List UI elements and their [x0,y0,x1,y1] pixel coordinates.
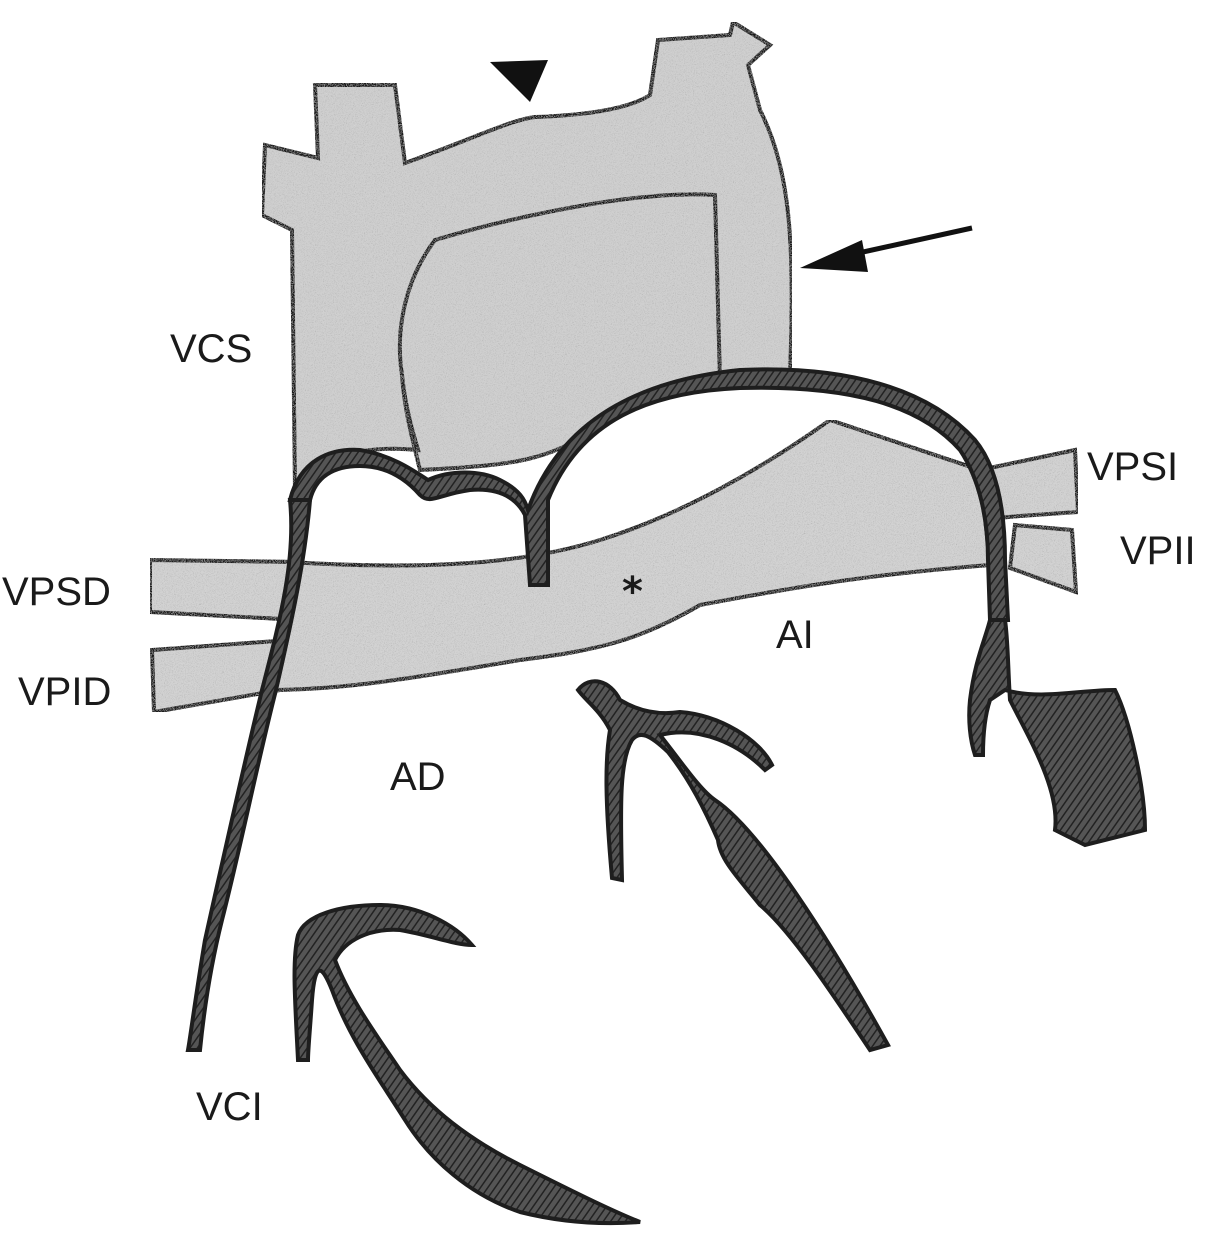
vpii-vessel [1007,522,1079,595]
label-vpsd: VPSD [2,570,111,614]
arrow-marker [800,225,973,272]
mitral-leaflet [575,679,891,1053]
label-vpii: VPII [1120,529,1196,573]
label-vcs: VCS [170,327,252,371]
vpsd-vessel [148,557,302,623]
label-ai: AI [776,613,814,657]
right-atrial-wall [185,498,313,1052]
arrowhead-marker [490,60,548,102]
atrial-septum-wall [287,367,1011,622]
atrial-channel [267,417,993,693]
label-vci: VCI [196,1085,263,1129]
atrial-walls [185,367,1148,1226]
label-ad: AD [390,755,446,799]
pulmonary-veins-band [148,417,1081,715]
label-vpsi: VPSI [1087,445,1178,489]
left-atrial-appendage [967,618,1148,848]
label-vpid: VPID [18,670,111,714]
vci-leaflet [292,902,641,1226]
label-asterisk: * [622,569,643,615]
